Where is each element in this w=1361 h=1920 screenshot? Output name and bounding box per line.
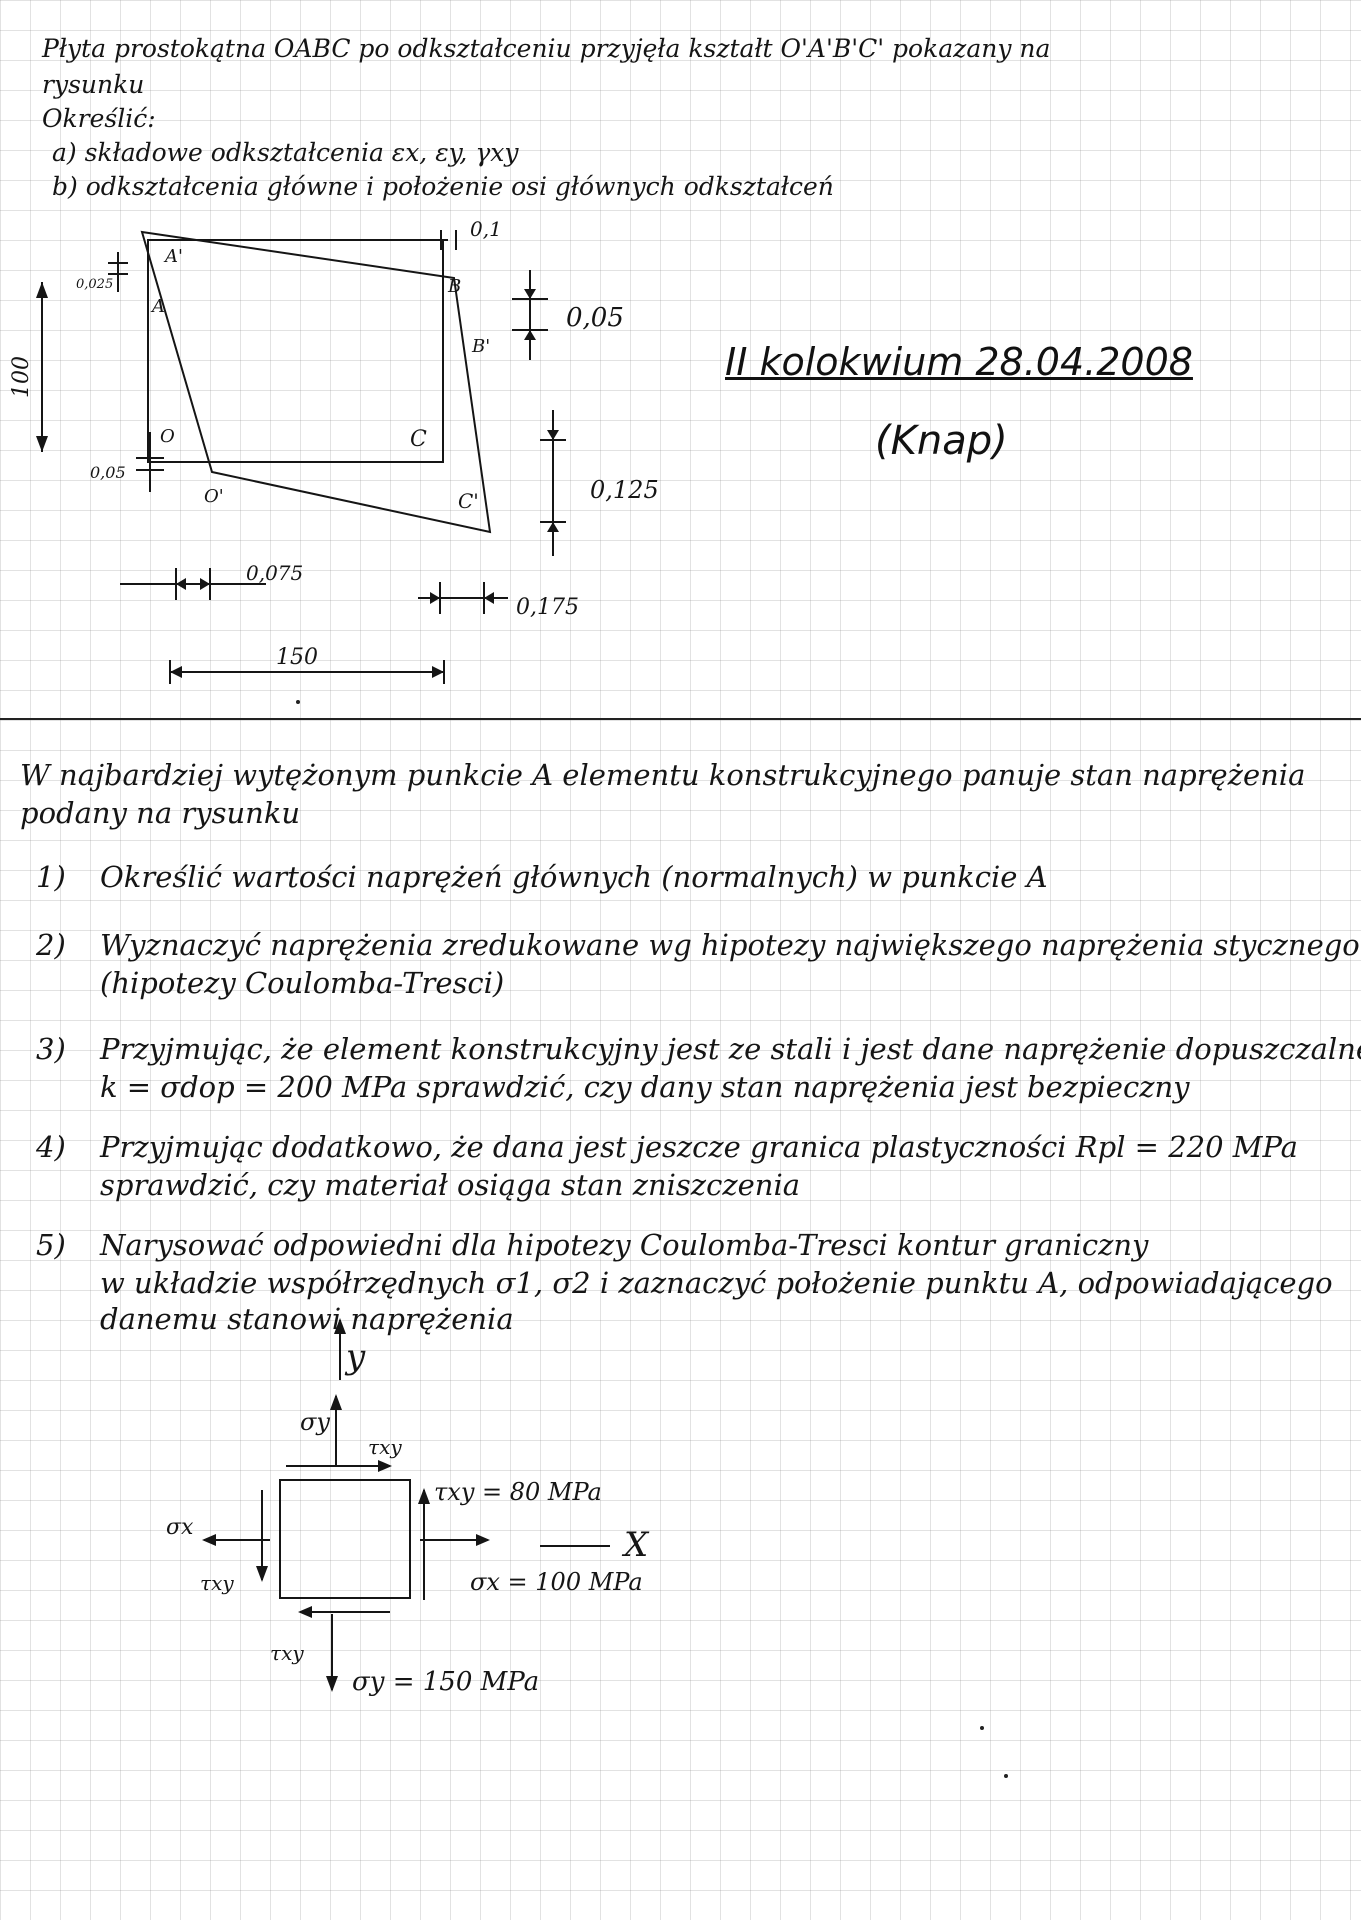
sigma-x-value-label: σx = 100 MPa (470, 1568, 643, 1596)
dim-left-top: 0,025 (76, 277, 113, 292)
stray-mark (980, 1726, 984, 1730)
deformed-shape (140, 230, 492, 534)
deformation-figure: A' A B B' O O' C C' 0,1 0,025 0,05 100 0… (9, 217, 659, 684)
tau-top-label: τxy (368, 1435, 402, 1459)
item-2-number: 2) (36, 928, 66, 962)
dim-bottom-right: 0,175 (516, 595, 579, 620)
exam-title: II kolokwium 28.04.2008 (725, 340, 1193, 384)
label-o-prime: O' (204, 486, 224, 507)
label-a: A (150, 296, 165, 317)
item-5-line1: Narysować odpowiedni dla hipotezy Coulom… (100, 1228, 1149, 1262)
dim-bottom-left: 0,075 (246, 561, 303, 585)
tau-bottom-label: τxy (270, 1641, 304, 1665)
stress-element-figure: y σy τxy τxy = 80 MPa σx X τxy σx = 100 … (166, 1318, 650, 1697)
section-divider (0, 718, 1361, 720)
problem1-item-b: b) odkształcenia główne i położenie osi … (52, 172, 834, 201)
item-4-line1: Przyjmując dodatkowo, że dana jest jeszc… (100, 1130, 1298, 1164)
problem2-intro-line2: podany na rysunku (20, 796, 301, 830)
item-4-number: 4) (36, 1130, 66, 1164)
tau-left-label: τxy (200, 1571, 234, 1595)
item-3-number: 3) (36, 1032, 66, 1066)
label-b: B (447, 276, 461, 297)
label-c-prime: C' (458, 489, 479, 513)
sigma-y-value-label: σy = 150 MPa (352, 1667, 539, 1697)
item-2-line1: Wyznaczyć naprężenia zredukowane wg hipo… (100, 928, 1360, 962)
item-5-number: 5) (36, 1228, 66, 1262)
tau-value-label: τxy = 80 MPa (434, 1478, 602, 1506)
problem1-line1: Płyta prostokątna OABC po odkształceniu … (42, 34, 1051, 63)
problem1-item-a: a) składowe odkształcenia εx, εy, γxy (52, 138, 519, 167)
stray-dot-top (296, 700, 300, 704)
item-5-line2: w układzie współrzędnych σ1, σ2 i zaznac… (100, 1266, 1333, 1300)
dim-left-bottom: 0,05 (90, 463, 126, 482)
dim-top: 0,1 (470, 217, 502, 241)
label-o: O (160, 426, 175, 447)
dim-right-bottom: 0,125 (590, 476, 659, 504)
axis-x-label: X (621, 1525, 650, 1565)
item-4-line2: sprawdzić, czy materiał osiąga stan znis… (100, 1168, 801, 1202)
dim-height: 100 (9, 356, 34, 398)
label-c: C (410, 427, 427, 452)
item-3-line2: k = σdop = 200 MPa sprawdzić, czy dany s… (100, 1070, 1190, 1104)
dim-width: 150 (276, 645, 318, 670)
dim-right-top: 0,05 (566, 303, 624, 333)
item-1-number: 1) (36, 860, 66, 894)
item-3-line1: Przyjmując, że element konstrukcyjny jes… (100, 1032, 1361, 1066)
label-a-prime: A' (163, 246, 183, 267)
stress-element (279, 1479, 411, 1599)
exam-header: II kolokwium 28.04.2008 (Knap) (725, 340, 1193, 464)
sigma-x-left-label: σx (166, 1515, 194, 1540)
problem1-line3: Określić: (42, 104, 156, 133)
label-b-prime: B' (471, 336, 490, 357)
sigma-y-top-label: σy (300, 1408, 330, 1436)
problem2-intro-line1: W najbardziej wytężonym punkcie A elemen… (20, 758, 1306, 792)
exam-author: (Knap) (875, 418, 1008, 464)
axis-y-label: y (344, 1337, 366, 1377)
original-rectangle (147, 239, 444, 463)
item-2-line2: (hipotezy Coulomba-Tresci) (100, 966, 505, 1000)
item-1-line1: Określić wartości naprężeń głównych (nor… (100, 860, 1048, 894)
stray-dot (1004, 1774, 1008, 1778)
item-5-line3: danemu stanowi naprężenia (100, 1302, 514, 1336)
problem1-line2: rysunku (42, 70, 145, 99)
